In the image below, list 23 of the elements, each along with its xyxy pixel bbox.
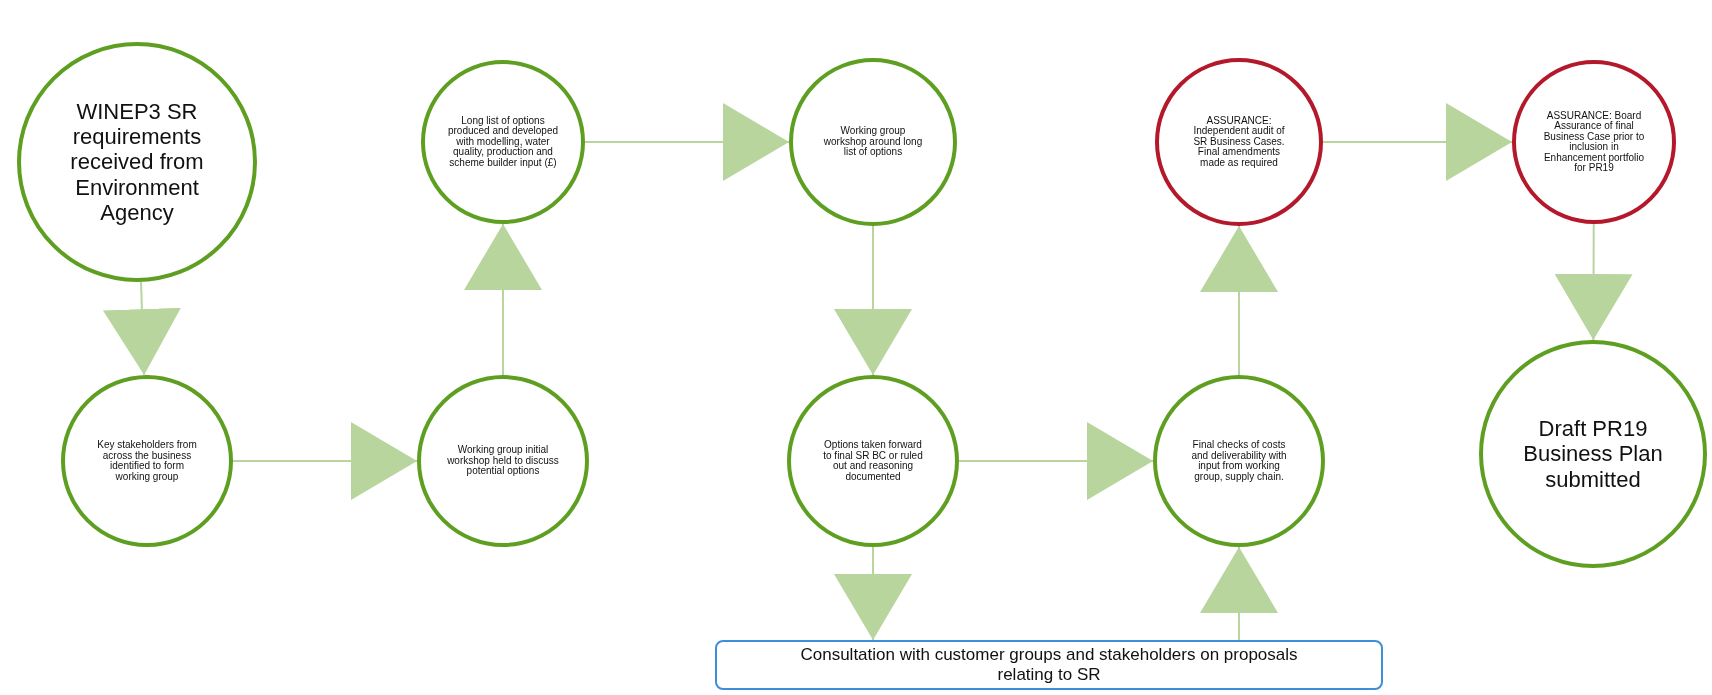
arrow — [1322, 103, 1513, 181]
consultation-box — [715, 640, 1383, 690]
arrow — [102, 280, 181, 377]
step-text: Options taken forward to final SR BC or ruled out and reasoning documented — [822, 440, 924, 482]
step-text: WINEP3 SR requirements received from Environment Agency — [69, 98, 205, 226]
arrow — [584, 103, 790, 181]
step-text: Working group workshop around long list of options — [822, 126, 924, 158]
arrow — [834, 546, 912, 641]
step-text: Consultation with customer groups and stakeholders on proposals relating to SR — [799, 645, 1299, 685]
step-text: ASSURANCE: Independent audit of SR Business Cases. Final amendments made as required — [1192, 115, 1286, 169]
arrow — [1200, 225, 1278, 376]
step-text: Final checks of costs and deliverability with input from working group, supply chain. — [1190, 440, 1288, 482]
arrow — [464, 223, 542, 376]
step-text: Key stakeholders from across the business identified to form working group — [96, 440, 198, 482]
arrow — [232, 422, 418, 500]
step-text: Draft PR19 Business Plan submitted — [1522, 416, 1664, 492]
arrow — [958, 422, 1154, 500]
step-text: Long list of options produced and developed with modelling, water quality, production and scheme builder input (£) — [447, 115, 559, 169]
arrow — [1554, 223, 1633, 341]
step-text: ASSURANCE: Board Assurance of final Business Case prior to inclusion in Enhancement portfolio for PR19 — [1542, 110, 1646, 174]
arrow — [1200, 546, 1278, 641]
step-text: Working group initial workshop held to discuss potential options — [447, 445, 559, 477]
arrow — [834, 225, 912, 376]
